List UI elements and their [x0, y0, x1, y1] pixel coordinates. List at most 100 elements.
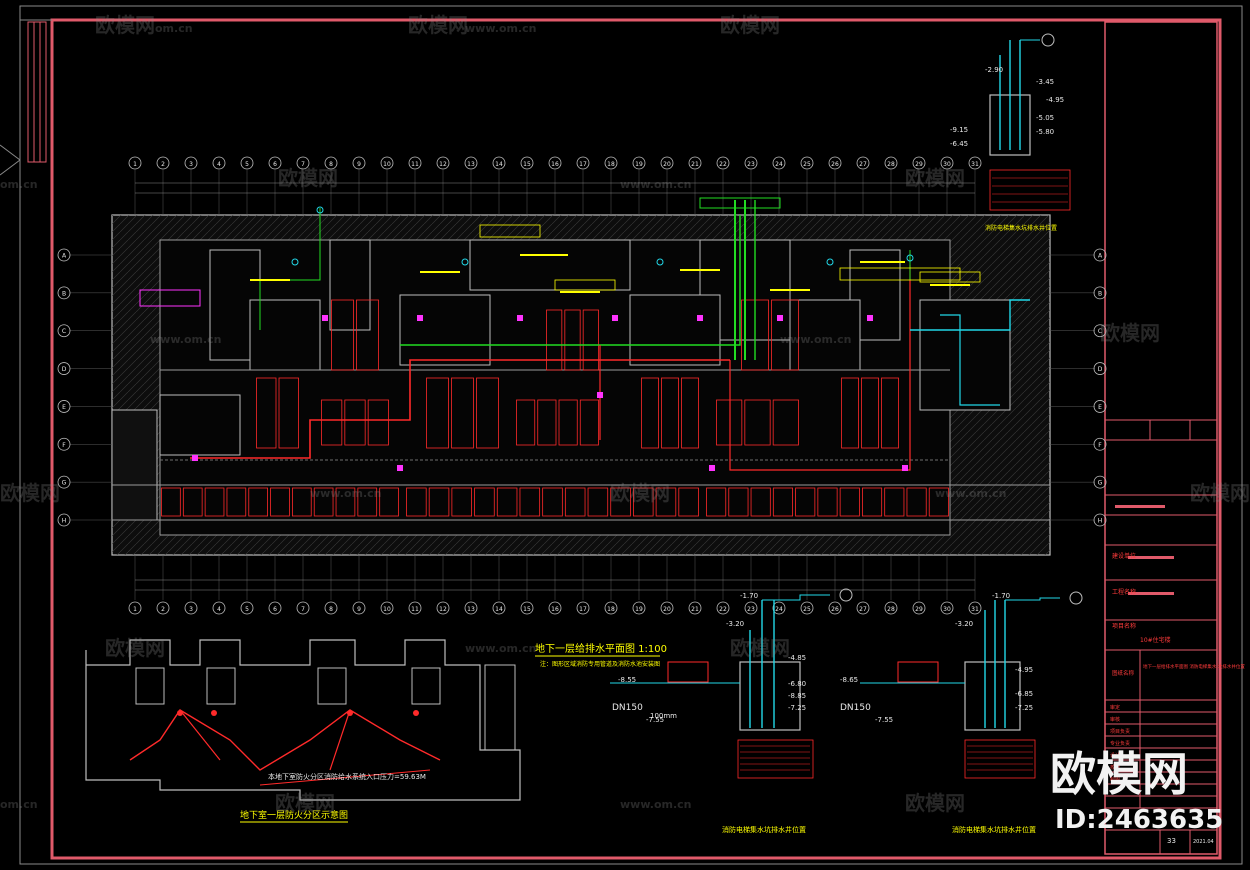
axis-label-top: 2	[161, 161, 165, 168]
axis-label-bottom: 8	[329, 606, 333, 613]
axis-bubble-bottom	[632, 601, 646, 615]
elev-right-1: -8.65	[840, 676, 858, 684]
watermark-brand: 欧模网	[1190, 481, 1250, 505]
parking-stall	[519, 487, 541, 517]
parking-stall	[641, 377, 659, 449]
axis-bubble-right	[1093, 513, 1107, 527]
parking-stall	[428, 487, 450, 517]
elev-mid-2: -6.80	[788, 680, 806, 688]
pump-marker	[709, 465, 715, 471]
tb-row-project-name: 工程名称	[1112, 588, 1136, 596]
parking-stall	[476, 377, 499, 449]
axis-label-top: 9	[357, 161, 361, 168]
axis-label-top: 4	[217, 161, 221, 168]
axis-label-bottom: 3	[189, 606, 193, 613]
pump-marker	[902, 465, 908, 471]
axis-label-bottom: 9	[357, 606, 361, 613]
axis-bubble-top	[352, 156, 366, 170]
sump-detail-right	[860, 597, 1060, 779]
valve-marker	[461, 258, 469, 266]
axis-bubble-bottom	[968, 601, 982, 615]
parking-stall	[542, 487, 563, 517]
watermark-brand: 欧模网	[408, 13, 468, 37]
axis-label-top: 8	[329, 161, 333, 168]
basement-floor-plan	[111, 214, 1051, 556]
axis-bubble-right	[1093, 362, 1107, 375]
axis-label-bottom: 11	[411, 606, 419, 613]
binding-strip	[27, 21, 47, 163]
axis-label-bottom: 6	[273, 606, 277, 613]
axis-label-bottom: 19	[635, 606, 643, 613]
axis-label-top: 12	[439, 161, 447, 168]
axis-label-bottom: 24	[775, 606, 783, 613]
axis-bubble-bottom	[800, 601, 814, 615]
axis-label-top: 15	[523, 161, 531, 168]
parking-stall	[862, 487, 883, 517]
axis-bubble-bottom	[688, 601, 702, 615]
pump-marker	[777, 315, 783, 321]
axis-bubble-top	[492, 156, 506, 170]
parking-stall	[278, 377, 299, 449]
axis-bubble-right	[1093, 400, 1107, 413]
water-main-pipe	[190, 359, 730, 459]
watermark-site: www.om.cn	[780, 333, 852, 346]
tb-row-proof: 校对	[1110, 764, 1120, 771]
elev-left-3: -3.20	[726, 620, 744, 628]
axis-label-right: B	[1098, 290, 1102, 297]
axis-label-top: 25	[803, 161, 811, 168]
fire-main-pipe	[400, 215, 741, 346]
pump-marker	[597, 392, 603, 398]
riser-header	[699, 197, 781, 209]
axis-bubble-bottom	[912, 601, 926, 615]
parking-stall	[248, 487, 268, 517]
axis-bubble-top	[800, 156, 814, 170]
watermark-site: www.om.cn	[620, 798, 692, 811]
axis-bubble-left	[57, 400, 71, 413]
axis-label-top: 20	[663, 161, 671, 168]
parking-stall	[367, 399, 389, 446]
axis-bubble-top	[912, 156, 926, 170]
pipe-label-dn150-right: DN150	[840, 703, 871, 713]
drawing-frame	[50, 18, 1222, 860]
parking-stall	[728, 487, 749, 517]
watermark-site: om.cn	[0, 798, 38, 811]
axis-label-bottom: 21	[691, 606, 699, 613]
axis-bubble-top	[576, 156, 590, 170]
axis-bubble-top	[296, 156, 310, 170]
axis-bubble-bottom	[660, 601, 674, 615]
elev-right-3: -3.20	[955, 620, 973, 628]
sump-detail-top	[839, 33, 1083, 605]
axis-label-top: 16	[551, 161, 559, 168]
axis-bubble-bottom	[828, 601, 842, 615]
parking-stall	[610, 487, 631, 517]
parking-stall	[344, 399, 366, 446]
pump-marker	[612, 315, 618, 321]
axis-label-bottom: 16	[551, 606, 559, 613]
axis-bubble-right	[1093, 437, 1107, 451]
pump-marker	[697, 315, 703, 321]
parking-stall	[161, 487, 181, 517]
axis-bubble-bottom	[268, 601, 282, 615]
parking-stall	[772, 487, 793, 517]
axis-label-top: 13	[467, 161, 475, 168]
parking-stall	[451, 377, 474, 449]
axis-bubble-top	[268, 156, 282, 170]
fire-zone-diagram	[85, 639, 521, 801]
elev-mid-1: -4.85	[788, 654, 806, 662]
axis-label-bottom: 13	[467, 606, 475, 613]
elev-top-6: -9.15	[950, 126, 968, 134]
branch-pipe	[729, 265, 911, 471]
parking-stall	[331, 299, 354, 371]
watermark-brand: 欧模网	[275, 791, 335, 815]
parking-stall	[579, 399, 599, 446]
axis-label-bottom: 14	[495, 606, 503, 613]
parking-stall	[426, 377, 449, 449]
watermark-site: www.om.cn	[465, 642, 537, 655]
parking-stall	[661, 377, 679, 449]
axis-bubble-top	[324, 156, 338, 170]
parking-stall	[681, 377, 699, 449]
axis-label-left: C	[62, 328, 66, 335]
axis-label-bottom: 15	[523, 606, 531, 613]
